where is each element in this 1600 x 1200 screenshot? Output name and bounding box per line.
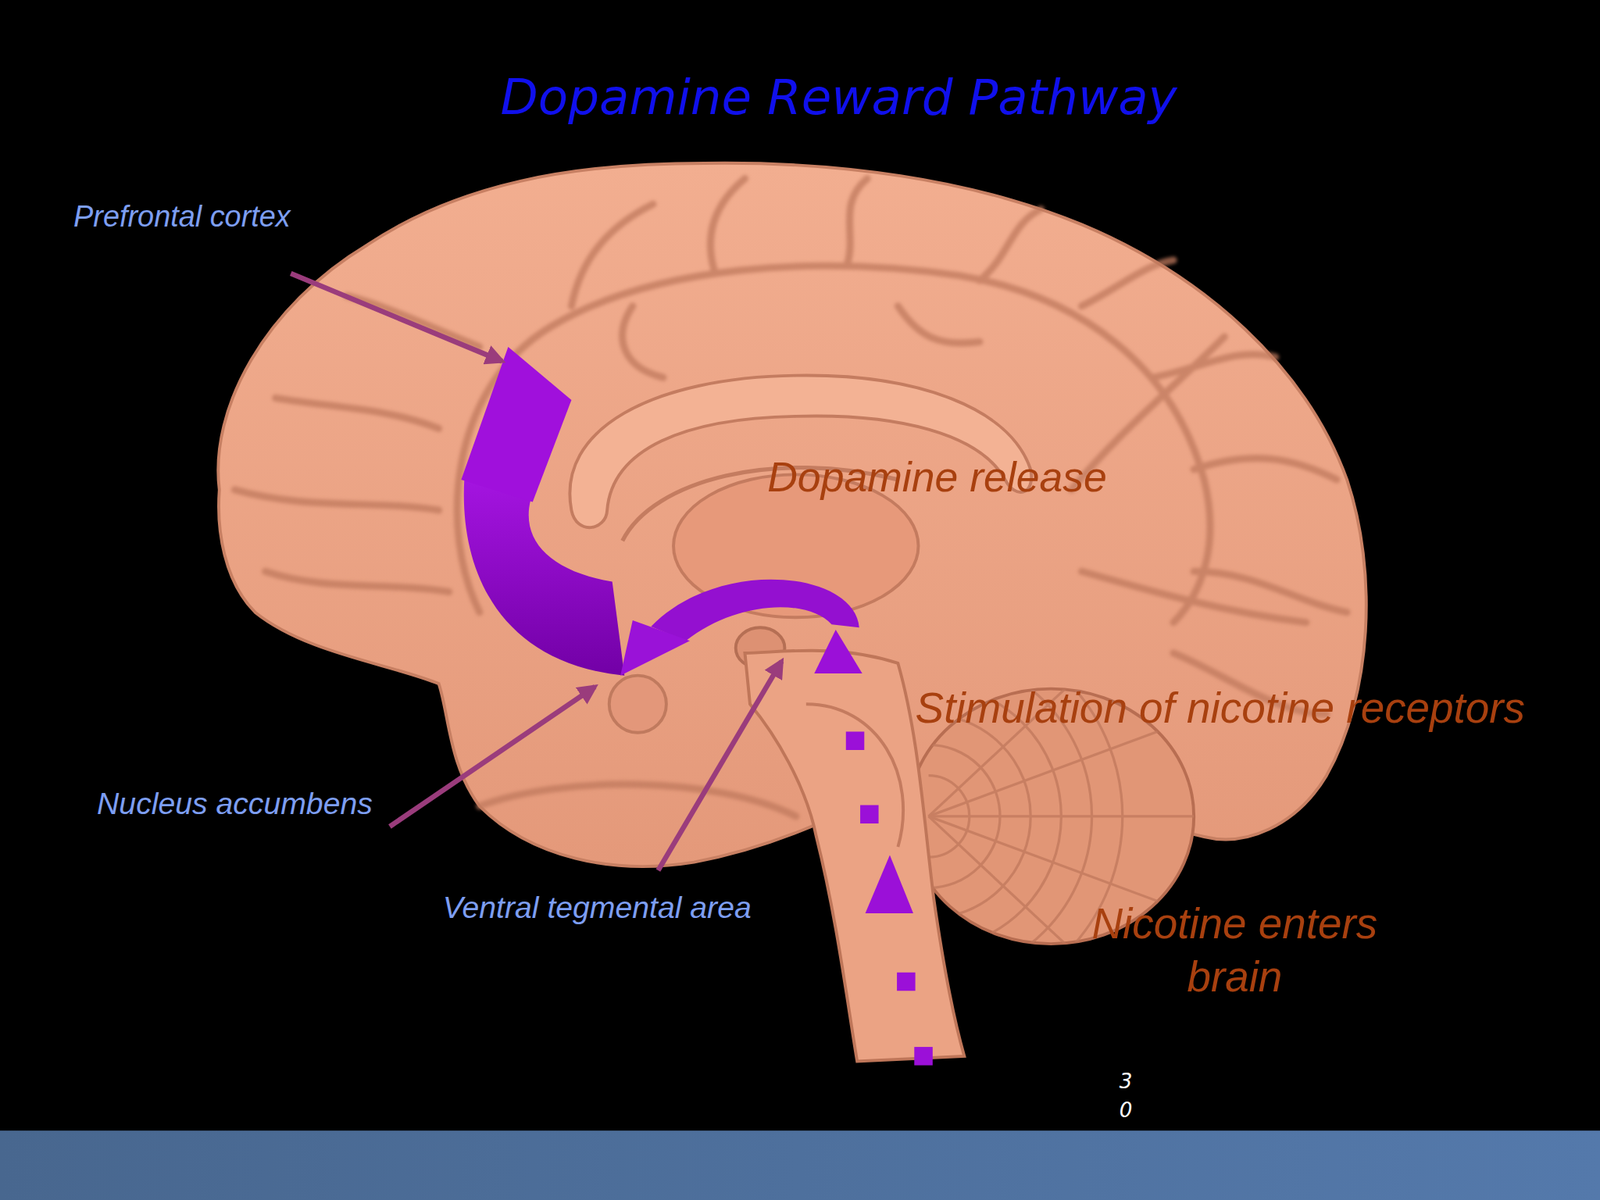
leader-line xyxy=(389,686,596,827)
pathway-arrow-body xyxy=(650,579,859,642)
route-arrowhead xyxy=(814,629,862,674)
sulcus xyxy=(571,203,653,307)
slide-number: 30 xyxy=(1119,1067,1136,1125)
process-note: Dopamine release xyxy=(767,453,1108,502)
folium xyxy=(928,814,1205,818)
region-label: Ventral tegmental area xyxy=(442,889,752,925)
sulcus xyxy=(622,306,664,378)
region-label: Nucleus accumbens xyxy=(96,785,373,822)
sulcus xyxy=(275,397,440,429)
sulcus xyxy=(710,178,745,272)
sulcus xyxy=(846,178,868,266)
sulcus xyxy=(1081,571,1306,622)
route-dash xyxy=(914,1046,933,1066)
leader-line xyxy=(290,273,502,361)
pathway-arrow-body xyxy=(464,479,625,676)
cerebellar-folia xyxy=(928,622,1205,1011)
sulcus xyxy=(1081,260,1174,307)
sulcus xyxy=(265,571,450,592)
sulcus xyxy=(897,306,979,343)
route-dash xyxy=(846,731,865,750)
leader-lines xyxy=(290,273,782,871)
footer-band xyxy=(0,1130,1600,1200)
pathway-arrow-head xyxy=(460,346,572,503)
sulcus xyxy=(1153,354,1276,379)
pathway-arrow-head xyxy=(620,620,690,676)
cerebellum xyxy=(907,622,1204,1011)
sulcus xyxy=(1193,458,1337,480)
region-label: Prefrontal cortex xyxy=(73,200,291,235)
optic-chiasm xyxy=(609,675,667,733)
route-arrowhead xyxy=(865,855,914,914)
leader-line xyxy=(657,660,782,871)
process-note: Nicotine enters brain xyxy=(1066,897,1404,1004)
process-note: Stimulation of nicotine receptors xyxy=(915,683,1525,733)
sulcus xyxy=(457,265,1211,622)
sulcus xyxy=(979,209,1041,281)
sulcus xyxy=(479,784,797,817)
route-dash xyxy=(896,972,916,992)
dopamine-pathway xyxy=(460,346,859,676)
folium xyxy=(928,816,1083,960)
pons xyxy=(806,703,904,847)
sulcus xyxy=(234,489,439,511)
slide-title: Dopamine Reward Pathway xyxy=(500,69,1178,126)
route-dash xyxy=(860,805,879,825)
nicotine-route xyxy=(814,629,933,1066)
